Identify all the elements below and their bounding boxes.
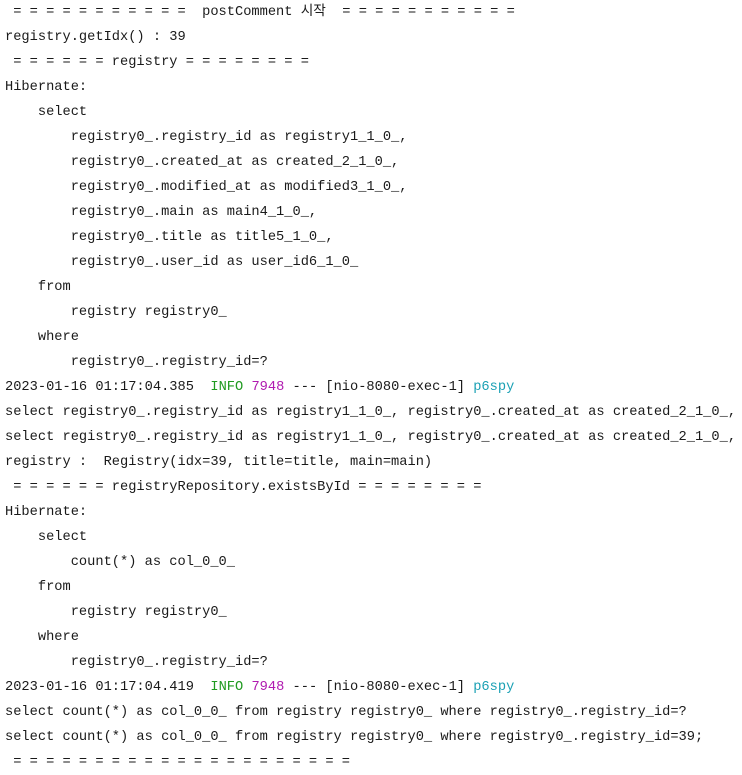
console-line: from	[5, 280, 71, 295]
console-line: from	[5, 580, 71, 595]
log-logger: p6spy	[473, 680, 515, 695]
console-line: select registry0_.registry_id as registr…	[5, 430, 742, 445]
console-line: registry0_.modified_at as modified3_1_0_…	[5, 180, 408, 195]
log-level: INFO	[210, 680, 244, 695]
log-line: 2023-01-16 01:17:04.419 INFO 7948 --- [n…	[5, 675, 742, 700]
console-line: = = = = = = registry = = = = = = = =	[5, 55, 309, 70]
log-thread: --- [nio-8080-exec-1]	[284, 380, 474, 395]
console-line: where	[5, 630, 79, 645]
console-line: registry.getIdx() : 39	[5, 30, 186, 45]
console-line: = = = = = = registryRepository.existsByI…	[5, 480, 482, 495]
console-line: registry0_.main as main4_1_0_,	[5, 205, 318, 220]
console-line: registry0_.user_id as user_id6_1_0_	[5, 255, 367, 270]
console-line: registry0_.title as title5_1_0_,	[5, 230, 334, 245]
console-line: Hibernate:	[5, 80, 96, 95]
console-line: = = = = = = = = = = = = = = = = = = = = …	[5, 755, 350, 770]
console-line: select	[5, 530, 88, 545]
log-pid: 7948	[251, 680, 285, 695]
log-thread: --- [nio-8080-exec-1]	[284, 680, 474, 695]
console-line: registry0_.registry_id as registry1_1_0_…	[5, 130, 408, 145]
console-line: registry registry0_	[5, 605, 235, 620]
log-pid: 7948	[251, 380, 285, 395]
console-line: count(*) as col_0_0_	[5, 555, 244, 570]
console-line: = = = = = = = = = = = postComment 시작 = =…	[5, 5, 515, 20]
console-line: select registry0_.registry_id as registr…	[5, 405, 742, 420]
console-line: registry0_.registry_id=?	[5, 655, 268, 670]
log-level: INFO	[210, 380, 244, 395]
console-line: registry : Registry(idx=39, title=title,…	[5, 455, 433, 470]
console-line: registry registry0_	[5, 305, 235, 320]
console-line: where	[5, 330, 79, 345]
console-line: registry0_.registry_id=?	[5, 355, 268, 370]
console-line: select count(*) as col_0_0_ from registr…	[5, 705, 687, 720]
log-timestamp: 2023-01-16 01:17:04.385	[5, 380, 211, 395]
console-line: select count(*) as col_0_0_ from registr…	[5, 730, 704, 745]
console-line: registry0_.created_at as created_2_1_0_,	[5, 155, 400, 170]
console-line: select	[5, 105, 88, 120]
log-timestamp: 2023-01-16 01:17:04.419	[5, 680, 211, 695]
console-line: Hibernate:	[5, 505, 96, 520]
log-line: 2023-01-16 01:17:04.385 INFO 7948 --- [n…	[5, 375, 742, 400]
log-logger: p6spy	[473, 380, 515, 395]
